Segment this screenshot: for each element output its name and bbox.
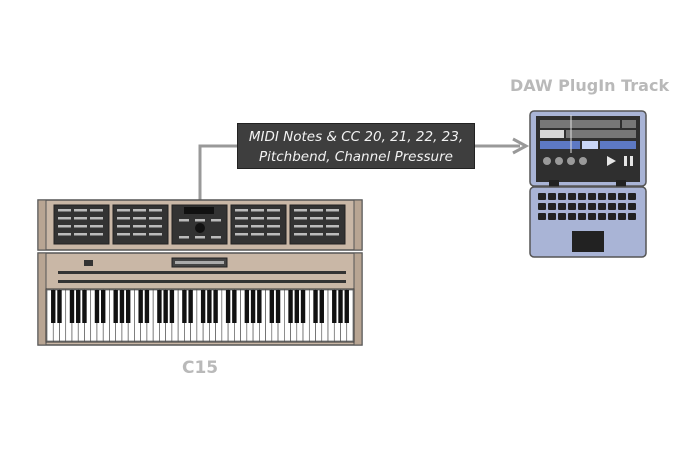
midi-message-line2: Pitchbend, Channel Pressure: [259, 149, 453, 165]
daw-track-clip: [540, 141, 580, 149]
play-icon: [607, 156, 616, 166]
daw-knob-icons: [543, 157, 587, 165]
c15-label: C15: [182, 358, 219, 378]
laptop-trackpad-icon: [572, 231, 604, 252]
c15-display-icon: [184, 207, 214, 214]
c15-control-panel: [37, 199, 363, 251]
c15-keybed: [45, 288, 355, 343]
c15-keyboard-unit: [37, 252, 363, 346]
daw-title: DAW PlugIn Track: [510, 76, 670, 95]
midi-message-line1: MIDI Notes & CC 20, 21, 22, 23,: [248, 129, 464, 145]
midi-message-box: MIDI Notes & CC 20, 21, 22, 23, Pitchben…: [237, 123, 475, 169]
laptop-keyboard-icon: [538, 193, 636, 220]
c15-encoder-knob-icon: [195, 223, 205, 233]
c15-led-icon: [84, 260, 93, 266]
laptop: [529, 110, 647, 258]
c15-synthesizer: [37, 199, 363, 346]
connection-line: [198, 137, 530, 205]
pause-icon: [624, 156, 627, 166]
